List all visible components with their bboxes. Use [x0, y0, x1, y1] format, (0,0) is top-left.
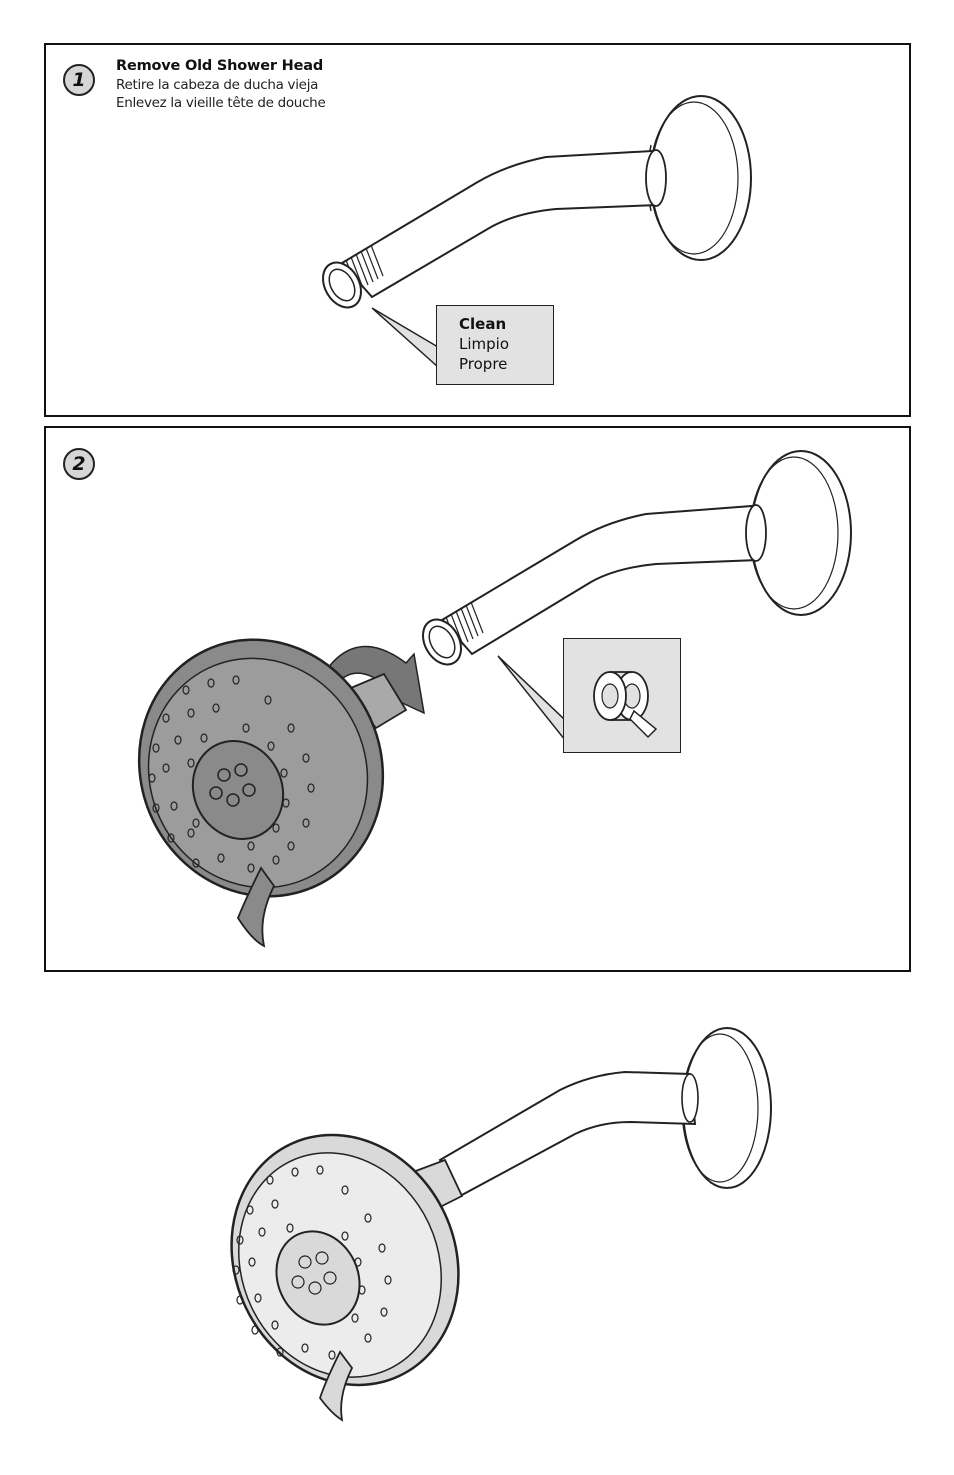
step1-panel: 1 Remove Old Shower Head Retire la cabez…	[44, 43, 911, 417]
clean-callout: Clean Limpio Propre	[436, 305, 554, 385]
callout-clean-fr: Propre	[459, 354, 553, 374]
install-illustration	[46, 428, 913, 974]
callout-clean-en: Clean	[459, 314, 553, 334]
thread-tape-callout	[563, 638, 681, 753]
thread-tape-roll-icon	[564, 639, 682, 754]
step2-panel: 2	[44, 426, 911, 972]
callout-clean-es: Limpio	[459, 334, 553, 354]
